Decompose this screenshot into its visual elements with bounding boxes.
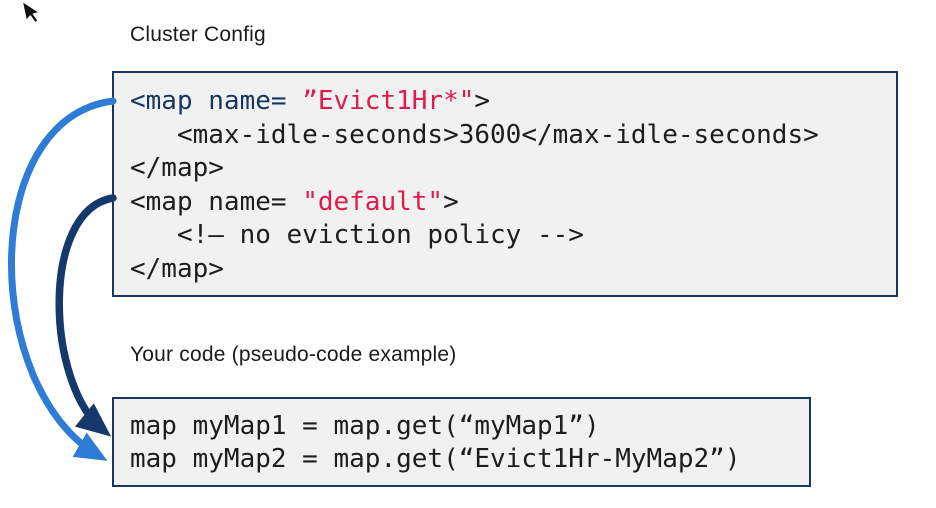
code-segment: </map> bbox=[130, 153, 224, 183]
cluster-config-code-box: <map name= ”Evict1Hr*"> <max-idle-second… bbox=[112, 71, 898, 297]
code-segment: "default" bbox=[302, 186, 444, 217]
code-segment: <map name= bbox=[130, 86, 303, 116]
code-segment: ”Evict1Hr*" bbox=[302, 86, 475, 116]
your-code-title: Your code (pseudo-code example) bbox=[130, 343, 457, 366]
code-segment: map myMap1 = map.get(“myMap1”) bbox=[130, 411, 600, 441]
your-code-box: map myMap1 = map.get(“myMap1”)map myMap2… bbox=[112, 397, 811, 487]
code-line: <!– no eviction policy --> bbox=[130, 219, 886, 253]
code-line: <map name= ”Evict1Hr*"> bbox=[130, 85, 886, 119]
code-line: map myMap1 = map.get(“myMap1”) bbox=[130, 410, 799, 443]
default-config-to-mymap1-arrow bbox=[55, 194, 117, 437]
code-line: </map> bbox=[130, 253, 886, 287]
code-line: </map> bbox=[130, 152, 886, 186]
code-line: <map name= "default"> bbox=[130, 186, 886, 220]
code-segment: > bbox=[474, 86, 491, 116]
code-segment: <!– no eviction policy --> bbox=[130, 220, 584, 250]
code-line: <max-idle-seconds>3600</max-idle-seconds… bbox=[130, 119, 886, 153]
code-segment: > bbox=[443, 186, 459, 217]
code-line: map myMap2 = map.get(“Evict1Hr-MyMap2”) bbox=[130, 443, 799, 476]
cluster-config-title: Cluster Config bbox=[130, 23, 266, 46]
code-segment: map myMap2 = map.get(“Evict1Hr-MyMap2”) bbox=[130, 444, 741, 474]
code-segment: <map name= bbox=[130, 186, 303, 217]
code-segment: </map> bbox=[130, 253, 224, 284]
code-segment: <max-idle-seconds>3600</max-idle-seconds… bbox=[130, 119, 819, 150]
evict-config-to-mymap2-arrow bbox=[8, 97, 117, 461]
mouse-pointer-icon bbox=[21, 0, 41, 24]
